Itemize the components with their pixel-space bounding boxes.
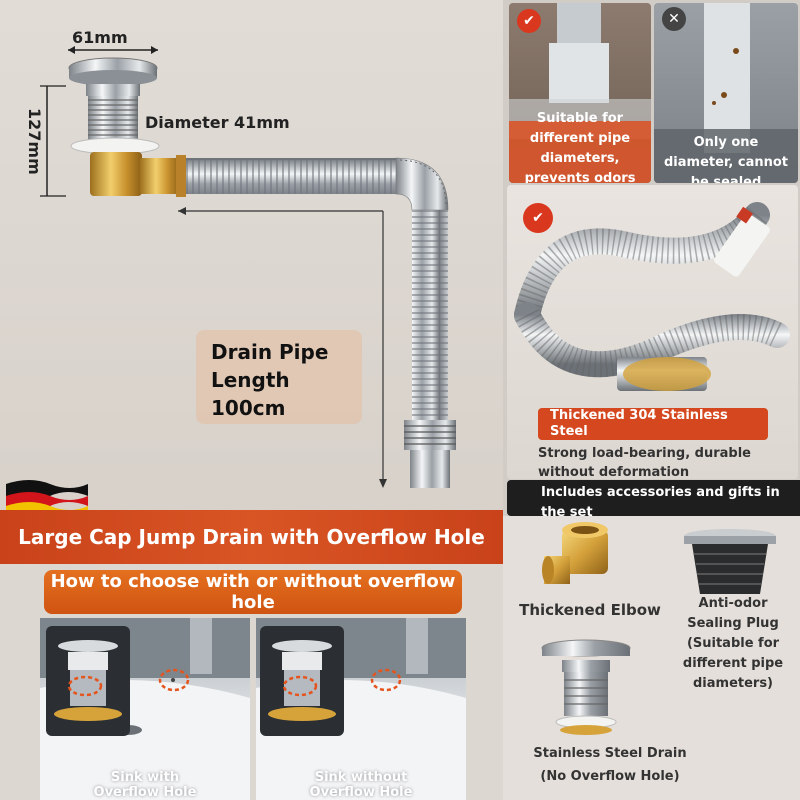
good-pipe-drawing [509, 3, 651, 183]
elbow-label: Thickened Elbow [519, 601, 661, 619]
diameter-label: Diameter 41mm [145, 113, 290, 132]
check-icon: ✔ [517, 9, 541, 33]
bad-comparison-caption: Only one diameter, cannot be sealed [663, 135, 789, 183]
elbow-image [542, 522, 608, 584]
cross-icon: ✕ [662, 7, 686, 31]
choose-header-text: How to choose with or without overflow h… [50, 571, 456, 613]
steel-description: Strong load-bearing, durable without def… [538, 446, 751, 480]
stainless-drain-label: Stainless Steel Drain (No Overflow Hole) [533, 746, 687, 784]
sink-with-overflow-photo: Sink with Overflow Hole [40, 618, 250, 800]
height-dimension-label: 127mm [25, 108, 44, 175]
sealing-plug-image [684, 529, 776, 594]
sink-without-overflow-drawing [256, 618, 466, 800]
bad-pipe-drawing [654, 3, 798, 183]
pipe-length-label-box [196, 330, 362, 424]
sealing-plug-label: Anti-odor Sealing Plug (Suitable for dif… [682, 596, 784, 691]
steel-label-box [538, 408, 768, 440]
check-icon-steel: ✔ [523, 203, 553, 233]
coiled-pipe-drawing [514, 202, 790, 391]
drain-pipe-illustration [40, 46, 456, 488]
sink-without-overflow-caption: Sink without Overflow Hole [309, 770, 413, 800]
good-comparison-photo: ✔ Suitable for different pipe diameters,… [509, 3, 651, 183]
product-title-banner [0, 510, 503, 564]
sink-without-overflow-photo: Sink without Overflow Hole [256, 618, 466, 800]
steel-label-text: Thickened 304 Stainless Steel [550, 408, 728, 439]
pipe-length-label: Drain Pipe Length 100cm [211, 340, 329, 420]
choose-header-box [44, 570, 462, 614]
product-title: Large Cap Jump Drain with Overflow Hole [18, 525, 485, 549]
accessories-header: Includes accessories and gifts in the se… [541, 485, 780, 520]
bad-comparison-photo: ✕ Only one diameter, cannot be sealed [654, 3, 798, 183]
sink-with-overflow-caption: Sink with Overflow Hole [93, 770, 197, 800]
stainless-drain-image [541, 639, 631, 735]
width-dimension-label: 61mm [72, 28, 128, 47]
sink-with-overflow-drawing [40, 618, 250, 800]
good-comparison-caption: Suitable for different pipe diameters, p… [524, 111, 636, 183]
accessories-header-bar [507, 480, 800, 516]
